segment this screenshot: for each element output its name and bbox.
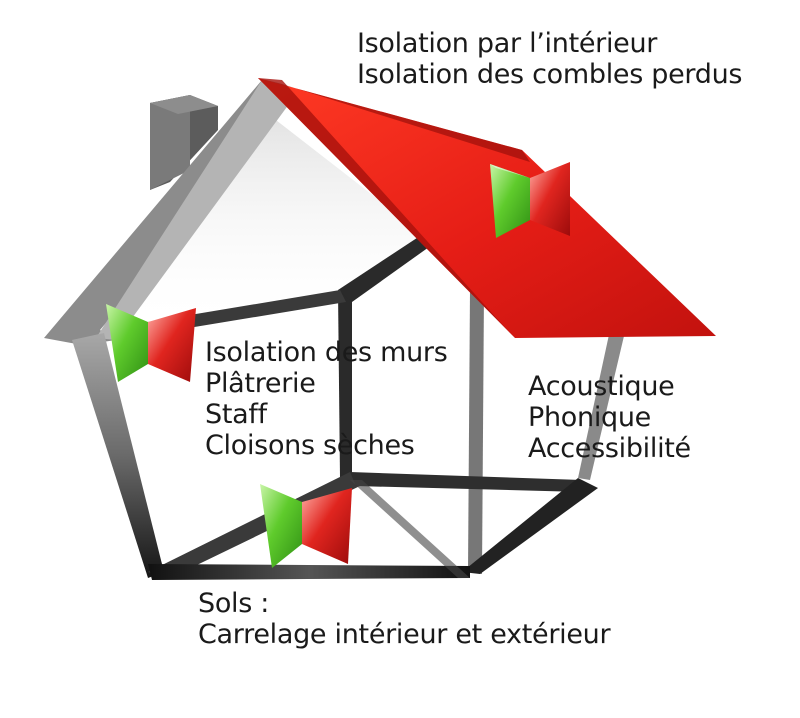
walls-label: Isolation des murs Plâtrerie Staff Clois… <box>205 337 448 461</box>
walls-label-line: Plâtrerie <box>205 368 316 399</box>
walls-label-line: Staff <box>205 399 267 430</box>
roof-label: Isolation par l’intérieur Isolation des … <box>357 28 742 90</box>
red-roof <box>258 78 716 338</box>
floor-label-line: Carrelage intérieur et extérieur <box>198 619 611 650</box>
floor-label: Sols : Carrelage intérieur et extérieur <box>198 588 611 650</box>
acoustic-label-line: Phonique <box>528 402 651 433</box>
acoustic-label-line: Accessibilité <box>528 433 691 464</box>
roof-label-line: Isolation des combles perdus <box>357 59 743 90</box>
acoustic-label-line: Acoustique <box>528 371 675 402</box>
left-wall <box>72 333 164 578</box>
wall-marker-icon <box>106 304 196 382</box>
walls-label-line: Isolation des murs <box>205 337 448 368</box>
walls-label-line: Cloisons sèches <box>205 430 415 461</box>
floor-label-line: Sols : <box>198 588 270 619</box>
chimney-icon <box>150 95 218 190</box>
floor-marker-icon <box>260 484 352 568</box>
roof-marker-icon <box>490 162 570 238</box>
roof-label-line: Isolation par l’intérieur <box>357 28 658 59</box>
gable-shade <box>120 110 428 330</box>
acoustic-label: Acoustique Phonique Accessibilité <box>528 371 691 464</box>
floor-frame <box>148 472 598 580</box>
